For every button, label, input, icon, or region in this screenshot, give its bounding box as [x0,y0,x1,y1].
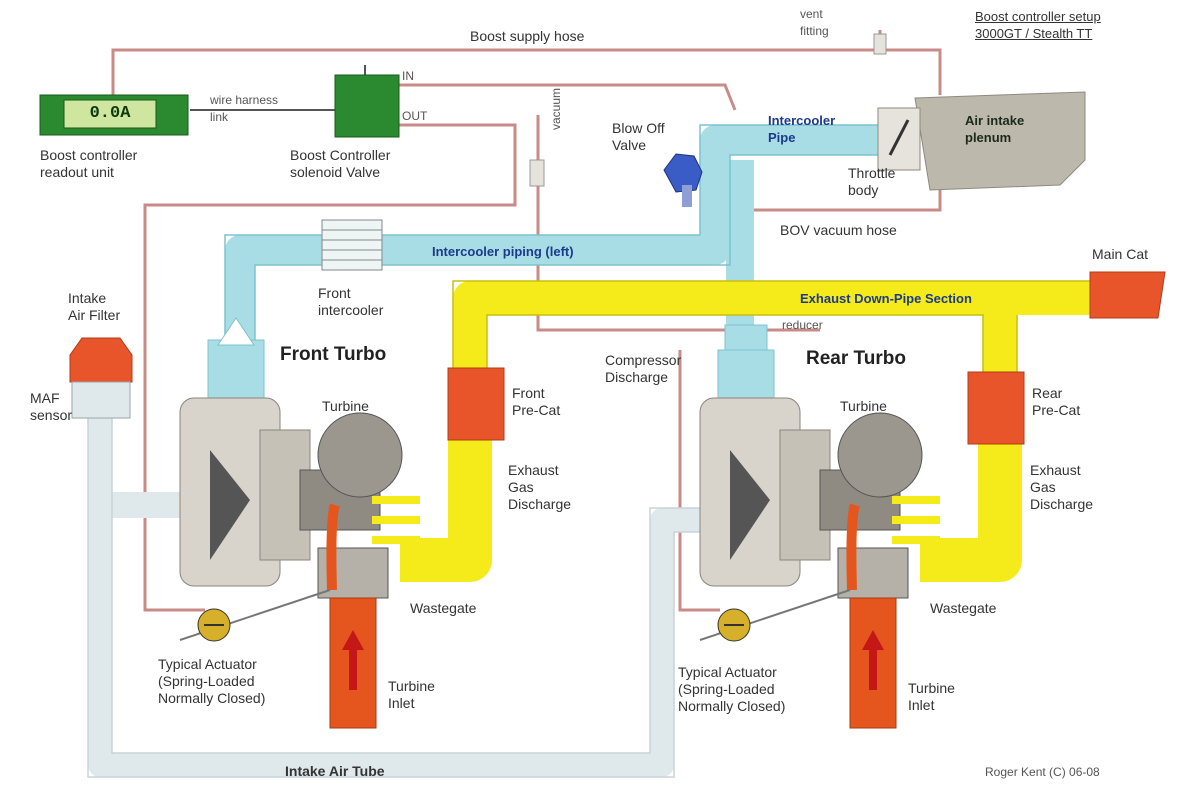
intercooler-piping [225,125,880,350]
blow-off-valve [663,153,703,207]
rear-actuator-label: Typical Actuator (Spring-Loaded Normally… [678,664,786,714]
intake-air-tube [88,410,710,777]
intake-air-filter [69,337,133,383]
title-line2: 3000GT / Stealth TT [975,26,1093,41]
maf-sensor-label: MAF sensor [30,390,73,423]
rear-compressor-outlet [717,349,775,401]
credit-label: Roger Kent (C) 06-08 [985,765,1100,779]
front-intercooler-label: Front intercooler [318,285,384,318]
front-pre-cat [447,367,505,441]
rear-turbo-label: Rear Turbo [806,348,906,369]
reducer [724,324,768,351]
rear-actuator-hose [678,350,720,612]
maf-sensor [71,381,131,419]
controller-label: Boost Controller solenoid Valve [290,147,391,180]
front-actuator [179,589,331,642]
front-turbine-inlet [329,597,377,729]
port-in-label: IN [402,69,414,83]
front-turbine-label: Turbine [322,398,369,414]
controller-in-hose [398,83,737,111]
vacuum-label: vacuum [549,87,563,130]
wire-label: wire harness link [210,93,279,124]
exhaust-downpipe-label: Exhaust Down-Pipe Section [800,291,972,306]
intercooler-piping-label: Intercooler piping (left) [432,244,574,259]
front-turbo-label: Front Turbo [280,344,387,365]
intercooler-pipe-label: Intercooler Pipe [768,113,836,145]
title-line1: Boost controller setup [975,9,1101,24]
rear-turbine-label: Turbine [840,398,887,414]
main-cat-label: Main Cat [1092,246,1149,262]
boost-controller-valve [334,74,400,138]
port-out-label: OUT [402,109,428,123]
gauge-display: 0.0A [89,104,131,123]
rear-turbine-inlet-label: Turbine Inlet [908,680,955,713]
front-flow-arrow [217,317,255,346]
front-precat-label: Front Pre-Cat [512,385,561,418]
rear-pre-cat [967,371,1025,445]
front-turbine-inlet-label: Turbine Inlet [388,678,435,711]
vent-fitting-label: vent fitting [800,7,829,38]
reducer-label: reducer [782,318,823,332]
bov-vacuum-hose-label: BOV vacuum hose [780,222,897,238]
boost-supply-hose-label: Boost supply hose [470,28,585,44]
gauge-label: Boost controller readout unit [40,147,138,180]
intake-air-tube-label: Intake Air Tube [285,763,385,779]
rear-turbo-assembly [699,397,940,599]
boost-supply-hose [111,48,942,95]
rear-wastegate-label: Wastegate [930,600,997,616]
intake-air-filter-label: Intake Air Filter [68,290,121,323]
bov-vacuum-hose [705,190,942,212]
inline-fitting [529,159,545,187]
controller-out-hose [143,123,517,612]
front-wastegate-label: Wastegate [410,600,477,616]
rear-actuator [699,589,851,642]
front-exhaust-discharge-label: Exhaust Gas Discharge [508,462,572,512]
rear-turbine-inlet [849,597,897,729]
air-intake-plenum [914,91,1086,191]
main-cat [1089,271,1166,319]
hose-lines [111,30,942,612]
vent-fitting-body [873,33,887,55]
front-actuator-label: Typical Actuator (Spring-Loaded Normally… [158,656,266,706]
compressor-discharge-label: Compressor Discharge [605,352,682,385]
throttle-body-label: Throttle body [848,165,896,198]
front-turbo-assembly [179,397,420,599]
gauge-screen [63,99,157,129]
intake-air-tube-outline [87,410,710,778]
rear-precat-label: Rear Pre-Cat [1032,385,1081,418]
front-intercooler-grille [321,219,383,271]
rear-exhaust-discharge-label: Exhaust Gas Discharge [1030,462,1094,512]
front-compressor-outlet [207,339,265,403]
blow-off-valve-label: Blow Off Valve [612,120,665,153]
air-intake-label: Air intake plenum [965,113,1025,145]
